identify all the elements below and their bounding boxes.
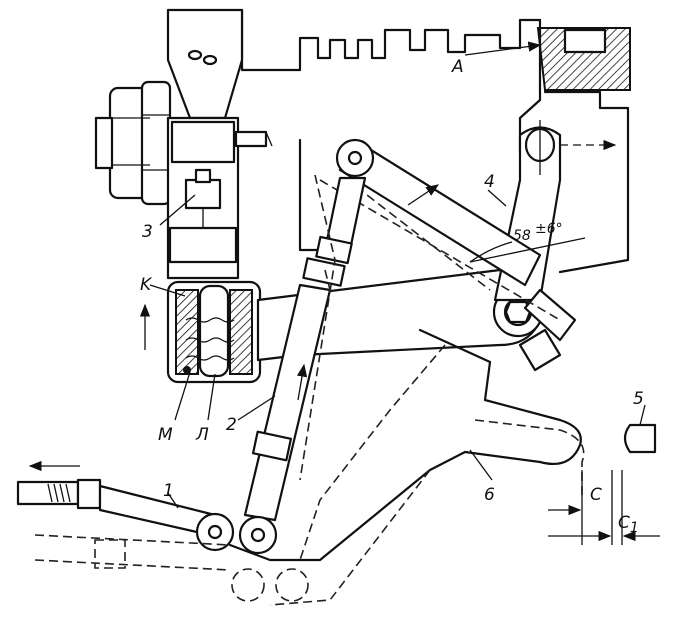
label-a: A: [451, 57, 464, 77]
label-c: C: [590, 485, 602, 505]
arrow-link: [407, 184, 440, 206]
spring-capsule: [166, 280, 262, 384]
gap-dimension: [548, 470, 660, 545]
upper-link: [319, 138, 561, 321]
ball: [183, 366, 191, 374]
label-1: 1: [163, 481, 174, 501]
rod-1: [16, 478, 309, 602]
arrow-a: [464, 41, 542, 56]
label-c1: C1: [618, 513, 639, 536]
housing: [218, 8, 631, 274]
clamp-block: [94, 8, 273, 280]
adjusting-nut-3: [184, 178, 222, 210]
label-2: 2: [226, 415, 237, 435]
plunger: [198, 284, 230, 378]
label-4: 4: [484, 172, 495, 192]
bracket-top: [166, 8, 244, 120]
label-3: 3: [142, 222, 153, 242]
stop-5: [623, 423, 657, 454]
label-5: 5: [633, 389, 644, 409]
label-6: 6: [484, 485, 495, 505]
arrow-rod: [296, 363, 308, 401]
lever-6: [228, 328, 585, 606]
big-nut-right: [140, 80, 172, 206]
label-k: K: [140, 275, 153, 295]
angle-dimension: [469, 237, 586, 263]
label-l: Л: [195, 425, 209, 445]
label-angle-tol: ±6°: [535, 221, 563, 237]
rod-2: [243, 174, 367, 522]
bolt-end: [94, 116, 114, 170]
label-angle: 58: [513, 228, 531, 244]
housing-section-hatch: [536, 27, 631, 91]
pivot-block: [563, 28, 607, 54]
label-m: M: [158, 425, 173, 445]
